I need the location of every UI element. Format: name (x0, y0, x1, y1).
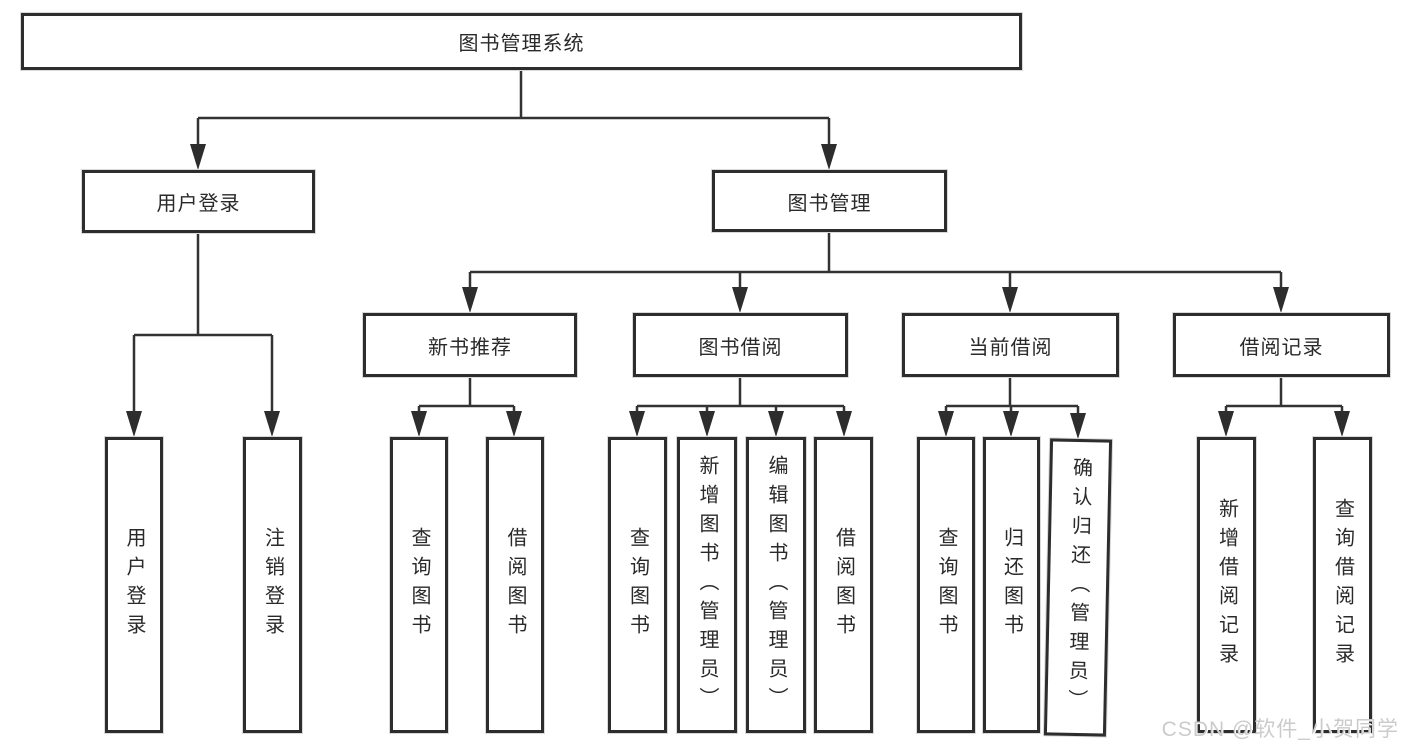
node-library-system-label: 图书管理系统 (458, 33, 585, 55)
node-borrow-records: 借阅记录 (1173, 313, 1390, 377)
leaf-add-books-admin: 新增图书（管理员） (677, 437, 737, 733)
leaf-current-query-books: 查询图书 (917, 437, 975, 733)
arrowhead-icon (732, 287, 748, 313)
leaf-recommend-borrow-books-label: 借阅图书 (504, 527, 526, 643)
node-borrow-records-label: 借阅记录 (1239, 336, 1324, 359)
arrowhead-icon (1003, 411, 1019, 437)
arrowhead-icon (629, 411, 645, 437)
leaf-confirm-return-admin: 确认归还（管理员） (1043, 438, 1113, 737)
leaf-logout-label: 注销登录 (261, 527, 284, 643)
arrowhead-icon (699, 411, 715, 437)
node-book-management: 图书管理 (712, 170, 947, 232)
leaf-edit-books-admin-label: 编辑图书（管理员） (765, 454, 787, 716)
arrowhead-icon (190, 144, 206, 170)
arrowhead-icon (411, 411, 427, 437)
node-new-book-recommend-label: 新书推荐 (428, 336, 512, 359)
node-book-borrow: 图书借阅 (633, 313, 848, 377)
leaf-add-borrow-record: 新增借阅记录 (1197, 437, 1256, 733)
node-user-login: 用户登录 (82, 170, 315, 233)
leaf-add-books-admin-label: 新增图书（管理员） (696, 454, 718, 716)
arrowhead-icon (1070, 413, 1086, 439)
leaf-user-login: 用户登录 (105, 437, 163, 733)
leaf-edit-books-admin: 编辑图书（管理员） (746, 437, 806, 733)
arrowhead-icon (126, 411, 142, 437)
arrowhead-icon (1334, 411, 1350, 437)
node-book-management-label: 图书管理 (787, 192, 872, 215)
node-current-borrow-label: 当前借阅 (968, 336, 1053, 359)
leaf-query-borrow-record-label: 查询借阅记录 (1331, 498, 1354, 672)
leaf-borrow-query-books: 查询图书 (608, 437, 667, 733)
leaf-recommend-borrow-books: 借阅图书 (486, 437, 544, 733)
arrowhead-icon (1273, 287, 1289, 313)
connector-arrowheads (126, 144, 1350, 439)
node-current-borrow: 当前借阅 (902, 313, 1119, 377)
arrowhead-icon (506, 411, 522, 437)
arrowhead-icon (264, 411, 280, 437)
leaf-logout: 注销登录 (243, 437, 302, 733)
arrowhead-icon (1002, 287, 1018, 313)
node-book-borrow-label: 图书借阅 (698, 336, 783, 359)
arrowhead-icon (462, 287, 478, 313)
leaf-user-login-label: 用户登录 (123, 527, 145, 643)
leaf-return-books: 归还图书 (983, 437, 1040, 733)
csdn-watermark: CSDN @软件_小贺同学 (1161, 718, 1399, 741)
leaf-current-query-books-label: 查询图书 (935, 527, 957, 643)
leaf-recommend-query-books: 查询图书 (390, 437, 448, 733)
arrowhead-icon (768, 411, 784, 437)
leaf-borrow-books: 借阅图书 (814, 437, 873, 733)
leaf-add-borrow-record-label: 新增借阅记录 (1215, 498, 1238, 672)
leaf-confirm-return-admin-label: 确认归还（管理员） (1064, 456, 1092, 719)
leaf-return-books-label: 归还图书 (1000, 527, 1023, 643)
node-new-book-recommend: 新书推荐 (363, 313, 577, 377)
arrowhead-icon (821, 144, 837, 170)
leaf-borrow-query-books-label: 查询图书 (626, 527, 649, 643)
leaf-recommend-query-books-label: 查询图书 (408, 527, 430, 643)
node-library-system: 图书管理系统 (21, 13, 1022, 70)
arrowhead-icon (1218, 411, 1234, 437)
leaf-borrow-books-label: 借阅图书 (832, 527, 855, 643)
arrowhead-icon (836, 411, 852, 437)
leaf-query-borrow-record: 查询借阅记录 (1313, 437, 1372, 733)
node-user-login-label: 用户登录 (156, 193, 241, 215)
arrowhead-icon (938, 411, 954, 437)
